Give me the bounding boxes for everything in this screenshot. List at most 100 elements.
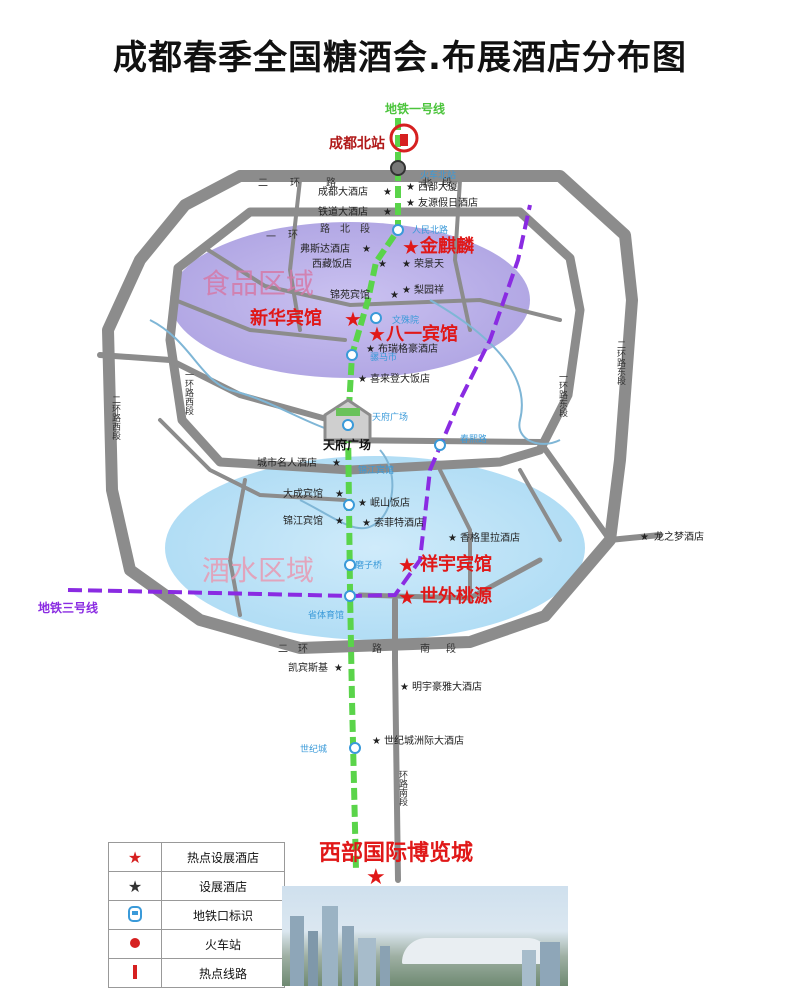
hotel-star: ★ — [402, 285, 411, 296]
expo-city-label: 西部国际博览城 — [319, 840, 473, 866]
hot-hotel-star: ★ — [398, 553, 416, 577]
road-label: 北 — [340, 223, 350, 235]
road-label: 南 — [420, 642, 430, 655]
hot-hotel-label: 祥宇宾馆 — [420, 553, 492, 575]
hotel-star: ★ — [335, 516, 344, 527]
hotel-star: ★ — [378, 259, 387, 270]
road-label: 路 — [372, 642, 382, 655]
hotel-star: ★ — [335, 489, 344, 500]
legend-row: 火车站 — [108, 929, 285, 959]
hotel-label: 成都大酒店 — [318, 185, 368, 198]
hotel-label: 大成宾馆 — [283, 487, 323, 500]
hotel-star: ★ — [334, 663, 343, 674]
hotel-star: ★ — [406, 198, 415, 209]
hotel-star: ★ — [383, 207, 392, 218]
hotel-label: 布瑞格豪酒店 — [378, 342, 438, 355]
hotel-label: 锦江宾馆 — [283, 514, 323, 527]
ring-road-2 — [102, 170, 638, 654]
legend-row: 地铁口标识 — [108, 900, 285, 930]
legend-row: ★ 设展酒店 — [108, 871, 285, 901]
hotel-star: ★ — [383, 187, 392, 198]
hot-hotel-label: 新华宾馆 — [250, 307, 322, 329]
red-dot-icon — [108, 929, 162, 959]
hot-hotel-star: ★ — [368, 322, 386, 346]
vertical-road-labels: 二环路东段 一环路东段 二环路西段 一环路西段 环路南段 — [110, 340, 626, 807]
north-station-label: 成都北站 — [329, 135, 385, 152]
hotel-label: 城市名人酒店 — [257, 456, 317, 469]
wine-zone-label: 酒水区域 — [202, 554, 314, 587]
hotel-label: 弗斯达酒店 — [300, 242, 350, 255]
rivers — [149, 299, 561, 530]
hotel-star: ★ — [640, 532, 649, 543]
station-label: 天府广场 — [372, 411, 408, 423]
red-bar-icon — [108, 958, 162, 988]
hotel-label: 西部大厦 — [418, 180, 458, 193]
station-label: 文殊院 — [392, 314, 419, 326]
road-label: 二 — [258, 178, 268, 189]
hotel-label: 荣景天 — [414, 258, 444, 270]
tianfu-square-label: 天府广场 — [323, 437, 371, 452]
metro-line-1-label: 地铁一号线 — [385, 101, 445, 116]
page-title: 成都春季全国糖酒会.布展酒店分布图 — [113, 38, 687, 78]
station-label: 磨子桥 — [355, 559, 382, 571]
road-label: 段 — [442, 176, 452, 189]
road-label-ring1-west: 一环路西段 — [183, 370, 194, 416]
red-star-icon: ★ — [108, 842, 162, 872]
hotel-label: 岷山饭店 — [370, 496, 410, 509]
station-label: 春熙路 — [460, 433, 487, 445]
legend-row: 热点线路 — [108, 958, 285, 988]
dark-star-icon: ★ — [108, 871, 162, 901]
road-label-ring2-west: 二环路西段 — [110, 395, 121, 441]
hotel-star: ★ — [406, 182, 415, 193]
metro-line-3 — [67, 204, 532, 599]
hotel-label: 喜来登大饭店 — [370, 372, 430, 385]
hot-hotel-label: 八一宾馆 — [386, 323, 458, 345]
hot-hotel-star: ★ — [398, 585, 416, 609]
hotel-label: 索菲特酒店 — [374, 516, 424, 529]
hotel-star: ★ — [448, 533, 457, 544]
metro-entrance-icon — [108, 900, 162, 930]
legend-label: 热点设展酒店 — [161, 842, 285, 872]
road-label: 环 — [290, 178, 300, 189]
metro-stations — [342, 224, 446, 754]
road-label: 段 — [360, 222, 370, 235]
map-legend: ★ 热点设展酒店 ★ 设展酒店 地铁口标识 火车站 热点线路 — [108, 842, 285, 988]
hotel-star: ★ — [400, 682, 409, 693]
hotel-star: ★ — [390, 290, 399, 301]
legend-label: 火车站 — [161, 929, 285, 959]
road-label-ring1-east: 一环路东段 — [557, 372, 568, 418]
road-label: 路 — [320, 222, 330, 235]
expo-star: ★ — [366, 865, 386, 890]
hotel-star: ★ — [402, 259, 411, 270]
hotel-label: 香格里拉酒店 — [460, 531, 520, 544]
legend-label: 设展酒店 — [161, 871, 285, 901]
hotel-star: ★ — [362, 244, 371, 255]
hot-hotel-star: ★ — [402, 235, 420, 259]
hotel-label: 凯宾斯基 — [288, 661, 328, 674]
food-zone-area — [170, 222, 530, 378]
hotel-star: ★ — [332, 458, 341, 469]
hotel-star: ★ — [358, 498, 367, 509]
hotel-label: 铁道大酒店 — [318, 205, 368, 218]
hotel-star: ★ — [372, 736, 381, 747]
hotel-label: 西藏饭店 — [312, 257, 352, 270]
station-label: 省体育馆 — [308, 609, 344, 621]
station-label: 人民北路 — [412, 224, 448, 236]
road-labels: 二 环 路 北 段 一 环 路 北 段 二 环 路 南 段 — [258, 176, 456, 655]
road-label-south-ext: 环路南段 — [397, 770, 408, 807]
road-label: 路 — [326, 176, 336, 189]
hotel-labels: 成都大酒店 ★ ★ 西部大厦 铁道大酒店 ★ ★ 友源假日酒店 弗斯达酒店 ★ … — [257, 180, 704, 747]
hotel-label: 明宇豪雅大酒店 — [412, 680, 482, 693]
hotel-label: 世纪城洲际大酒店 — [384, 734, 464, 747]
wine-zone-area — [165, 456, 585, 640]
hotel-label: 友源假日酒店 — [418, 196, 478, 209]
road-label: 环 — [288, 230, 298, 241]
road-label: 二 — [278, 644, 288, 655]
food-zone-label: 食品区域 — [202, 267, 314, 300]
legend-label: 地铁口标识 — [161, 900, 285, 930]
road-label: 北 — [422, 177, 432, 189]
legend-label: 热点线路 — [161, 958, 285, 988]
station-label: 火车北站 — [420, 169, 456, 181]
expo-city-photo — [282, 886, 568, 986]
